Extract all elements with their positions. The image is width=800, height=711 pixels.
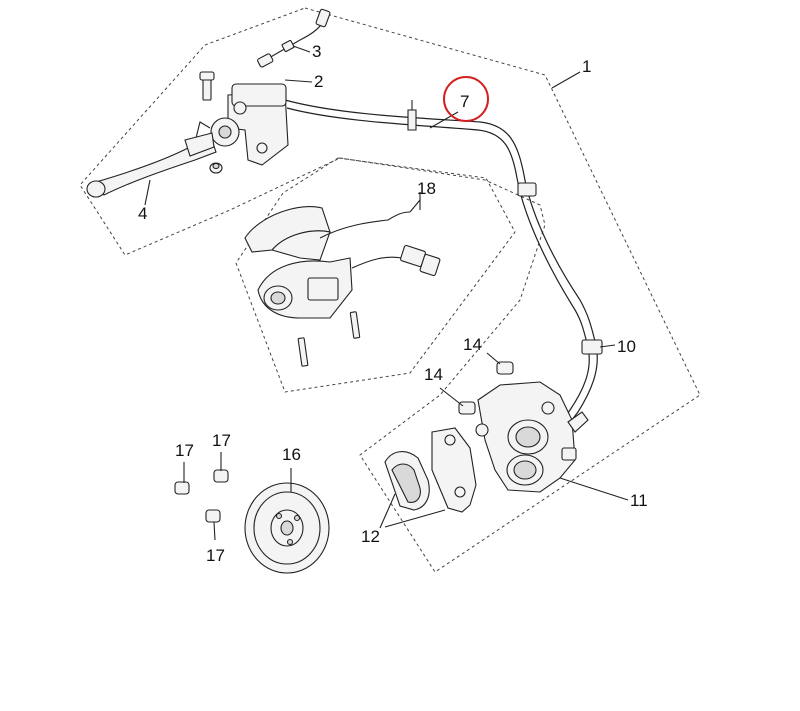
disc-bolt-a [174, 481, 190, 495]
brake-hose [284, 99, 603, 426]
callout-7: 7 [460, 92, 469, 111]
brake-caliper [475, 381, 589, 493]
callout-4: 4 [138, 204, 147, 223]
callout-17-left: 17 [175, 441, 194, 460]
caliper-bolt-b [458, 401, 476, 415]
callout-3: 3 [312, 42, 321, 61]
highlight-circle [443, 76, 489, 122]
caliper-bolt-a [496, 361, 514, 375]
brake-switch-wire [257, 8, 331, 68]
disc-bolts [174, 469, 229, 523]
callout-17-middle: 17 [212, 431, 231, 450]
brake-pads [384, 427, 477, 513]
switch-housing [244, 192, 441, 367]
hose-grommet [581, 339, 603, 355]
callout-14-upper: 14 [463, 335, 482, 354]
callout-12: 12 [361, 527, 380, 546]
leader-lines [144, 45, 629, 541]
master-cylinder-bolt [202, 77, 212, 101]
callout-1: 1 [582, 57, 591, 76]
callout-18: 18 [417, 179, 436, 198]
callout-17-bottom: 17 [206, 546, 225, 565]
callout-10: 10 [617, 337, 636, 356]
callout-14-lower: 14 [424, 365, 443, 384]
disc-bolt-c [205, 509, 221, 523]
outline-switch-assembly [235, 157, 516, 393]
switch-screw-a [297, 337, 309, 367]
callout-2: 2 [314, 72, 323, 91]
callout-11: 11 [630, 491, 648, 510]
master-cylinder [195, 71, 289, 166]
caliper-bolts [458, 361, 514, 415]
outline-main-assembly [79, 7, 701, 573]
brake-disc [244, 482, 330, 574]
callout-16: 16 [282, 445, 301, 464]
disc-bolt-b [213, 469, 229, 483]
switch-screw-b [349, 311, 361, 339]
group-outlines [79, 7, 701, 573]
brake-lever [86, 132, 223, 198]
hose-clamp-upper [517, 182, 537, 197]
callout-labels: 1 2 3 4 7 10 11 12 14 14 16 17 17 17 18 [138, 42, 648, 565]
hose-bracket [407, 109, 417, 131]
